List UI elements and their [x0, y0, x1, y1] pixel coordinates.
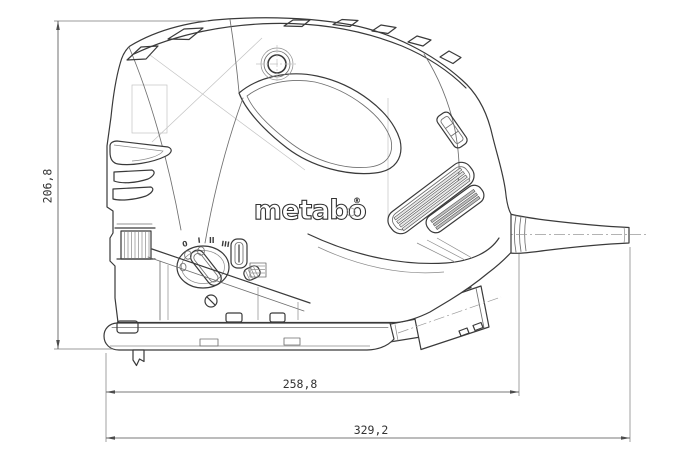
- brand-logo: metabo ®: [253, 194, 367, 226]
- pendulum-mark-0: 0: [181, 239, 188, 249]
- shoe-tab-2: [269, 312, 286, 323]
- support-bracket: [147, 248, 311, 321]
- blade-clamp: [114, 223, 156, 260]
- bracket-screw: [204, 294, 218, 308]
- dimension-total-length: 329,2: [106, 247, 631, 442]
- dimension-total-length-label: 329,2: [354, 423, 389, 437]
- dimension-height-label: 206,8: [41, 169, 55, 204]
- pendulum-mark-3: III: [221, 239, 231, 249]
- grip-notches: [126, 18, 462, 65]
- front-grip-fins: [109, 140, 172, 201]
- body-silhouette: [106, 17, 512, 324]
- ventilation-slots: [387, 161, 485, 235]
- rear-chamfer-lines: [416, 237, 473, 263]
- tube-centerline: [397, 296, 502, 334]
- lock-knob: [256, 45, 298, 83]
- dimension-height: 206,8: [41, 20, 208, 350]
- registered-mark: ®: [353, 196, 361, 205]
- pendulum-mark-2: II: [209, 236, 215, 245]
- construction-lines: [131, 37, 389, 222]
- dimension-body-length-label: 258,8: [283, 377, 318, 391]
- saw-blade: [132, 349, 145, 367]
- jigsaw-body: metabo ® 0 I II: [106, 17, 512, 324]
- housing-screw: [346, 207, 356, 217]
- shoe-tab-1: [225, 312, 243, 323]
- speed-switch: [436, 111, 468, 149]
- power-cable: [497, 213, 649, 254]
- pendulum-mark-1: I: [197, 236, 201, 245]
- shoe-front-lip: [116, 320, 139, 334]
- handle-opening: [238, 73, 402, 175]
- dimension-body-length: 258,8: [105, 254, 520, 442]
- brand-logo-text: metabo: [254, 195, 366, 226]
- baseplate: [103, 312, 395, 367]
- blade-plunger: [230, 238, 248, 269]
